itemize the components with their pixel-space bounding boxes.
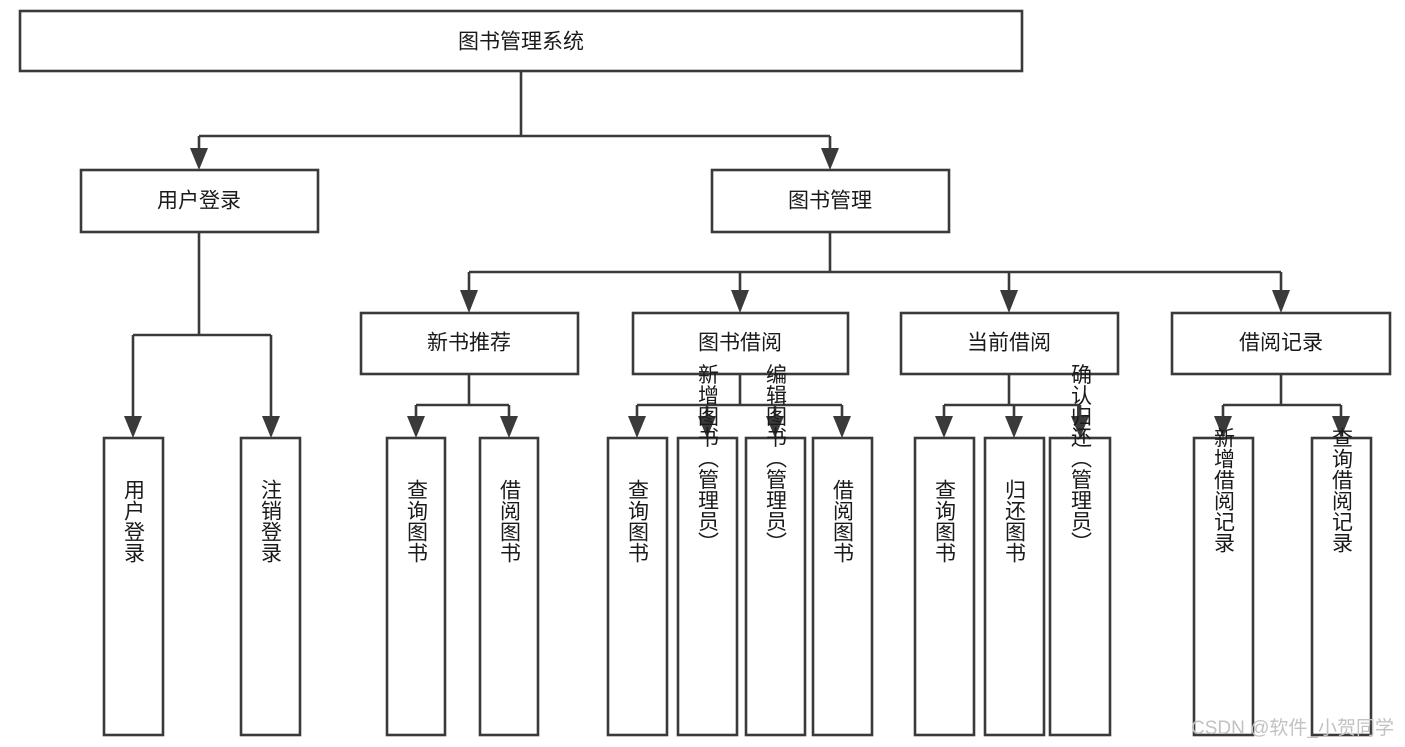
arrow-head-leaf-query-record (1332, 416, 1350, 438)
node-leaf-borrow-book-2[interactable]: 借阅图书 (811, 436, 874, 737)
node-root[interactable]: 图书管理系统 (18, 9, 1024, 73)
node-book-borrow[interactable]: 图书借阅 (631, 311, 850, 376)
node-leaf-query-book-2-box[interactable] (606, 436, 669, 737)
arrow-head-leaf-query-book-1 (407, 416, 425, 438)
node-borrow-record-label: 借阅记录 (1239, 332, 1323, 355)
node-root-box[interactable] (18, 9, 1024, 73)
watermark-label: CSDN @软件_小贺同学 (1191, 717, 1394, 739)
arrow-head-leaf-logout (262, 416, 280, 438)
node-leaf-return-book[interactable]: 归还图书 (983, 436, 1046, 737)
node-leaf-return-book-box[interactable] (983, 436, 1046, 737)
node-borrow-record-box[interactable] (1170, 311, 1392, 376)
node-leaf-query-record[interactable]: 查询借阅记录 (1310, 427, 1373, 737)
node-leaf-query-record-label: 查询借阅记录 (1330, 427, 1354, 553)
arrow-head-leaf-add-book (698, 416, 716, 438)
arrow-head-borrow-record (1272, 290, 1290, 313)
node-leaf-add-record[interactable]: 新增借阅记录 (1192, 427, 1255, 737)
node-leaf-borrow-book-1[interactable]: 借阅图书 (478, 436, 540, 737)
node-leaf-logout-label: 注销登录 (259, 479, 283, 563)
node-user-login-label: 用户登录 (157, 190, 241, 213)
node-user-login-box[interactable] (79, 168, 320, 234)
arrow-head-leaf-return-book (1005, 416, 1023, 438)
arrow-head-book-borrow (731, 290, 749, 313)
node-leaf-add-book[interactable]: 新增图书（管理员） (676, 364, 739, 737)
node-leaf-query-record-box[interactable] (1310, 436, 1373, 737)
node-leaf-query-book-2[interactable]: 查询图书 (606, 436, 669, 737)
arrow-head-leaf-borrow-book-1 (500, 416, 518, 438)
node-leaf-edit-book-label: 编辑图书（管理员） (764, 364, 788, 553)
arrow-head-book-management (821, 148, 839, 170)
node-leaf-confirm-return-box[interactable] (1048, 436, 1112, 737)
arrow-head-leaf-borrow-book-2 (833, 416, 851, 438)
node-leaf-user-login-box[interactable] (102, 436, 165, 737)
node-leaf-borrow-book-2-box[interactable] (811, 436, 874, 737)
node-leaf-query-book-2-label: 查询图书 (626, 479, 650, 563)
node-user-login[interactable]: 用户登录 (79, 168, 320, 234)
node-leaf-borrow-book-1-label: 借阅图书 (498, 479, 522, 563)
node-leaf-user-login-label: 用户登录 (122, 479, 146, 563)
node-leaf-logout[interactable]: 注销登录 (239, 436, 302, 737)
arrow-head-current-borrow (1000, 290, 1018, 313)
node-book-management-label: 图书管理 (788, 190, 872, 213)
arrow-head-leaf-edit-book (766, 416, 784, 438)
node-leaf-query-book-3-box[interactable] (913, 436, 976, 737)
node-leaf-confirm-return[interactable]: 确认归还（管理员） (1048, 364, 1112, 737)
node-leaf-query-book-1-label: 查询图书 (405, 479, 429, 563)
node-current-borrow-label: 当前借阅 (967, 332, 1051, 355)
node-leaf-borrow-book-1-box[interactable] (478, 436, 540, 737)
node-leaf-edit-book-box[interactable] (744, 436, 807, 737)
arrow-head-new-book-recommend (460, 290, 478, 313)
arrow-head-user-login (190, 148, 208, 170)
node-root-label: 图书管理系统 (458, 31, 584, 54)
node-book-management-box[interactable] (710, 168, 951, 234)
node-leaf-add-book-box[interactable] (676, 436, 739, 737)
node-leaf-query-book-1-box[interactable] (385, 436, 447, 737)
node-leaf-add-record-label: 新增借阅记录 (1212, 427, 1236, 553)
arrow-head-leaf-query-book-3 (935, 416, 953, 438)
arrow-head-leaf-confirm-return (1071, 416, 1089, 438)
node-new-book-recommend-label: 新书推荐 (427, 332, 511, 355)
node-leaf-add-book-label: 新增图书（管理员） (696, 364, 720, 553)
node-borrow-record[interactable]: 借阅记录 (1170, 311, 1392, 376)
node-leaf-return-book-label: 归还图书 (1003, 479, 1027, 563)
arrow-head-leaf-query-book-2 (628, 416, 646, 438)
node-book-borrow-label: 图书借阅 (698, 332, 782, 355)
node-leaf-query-book-1[interactable]: 查询图书 (385, 436, 447, 737)
node-book-borrow-box[interactable] (631, 311, 850, 376)
node-leaf-query-book-3-label: 查询图书 (933, 479, 957, 563)
node-current-borrow[interactable]: 当前借阅 (899, 311, 1120, 376)
node-book-management[interactable]: 图书管理 (710, 168, 951, 234)
node-new-book-recommend[interactable]: 新书推荐 (359, 311, 580, 376)
node-leaf-borrow-book-2-label: 借阅图书 (831, 479, 855, 563)
arrow-head-leaf-user-login (124, 416, 142, 438)
node-leaf-edit-book[interactable]: 编辑图书（管理员） (744, 364, 807, 737)
arrow-head-leaf-add-record (1214, 416, 1232, 438)
node-leaf-user-login[interactable]: 用户登录 (102, 436, 165, 737)
node-new-book-recommend-box[interactable] (359, 311, 580, 376)
node-leaf-confirm-return-label: 确认归还（管理员） (1069, 364, 1093, 553)
node-leaf-logout-box[interactable] (239, 436, 302, 737)
node-leaf-add-record-box[interactable] (1192, 436, 1255, 737)
node-current-borrow-box[interactable] (899, 311, 1120, 376)
connector-layer (124, 71, 1350, 438)
node-leaf-query-book-3[interactable]: 查询图书 (913, 436, 976, 737)
